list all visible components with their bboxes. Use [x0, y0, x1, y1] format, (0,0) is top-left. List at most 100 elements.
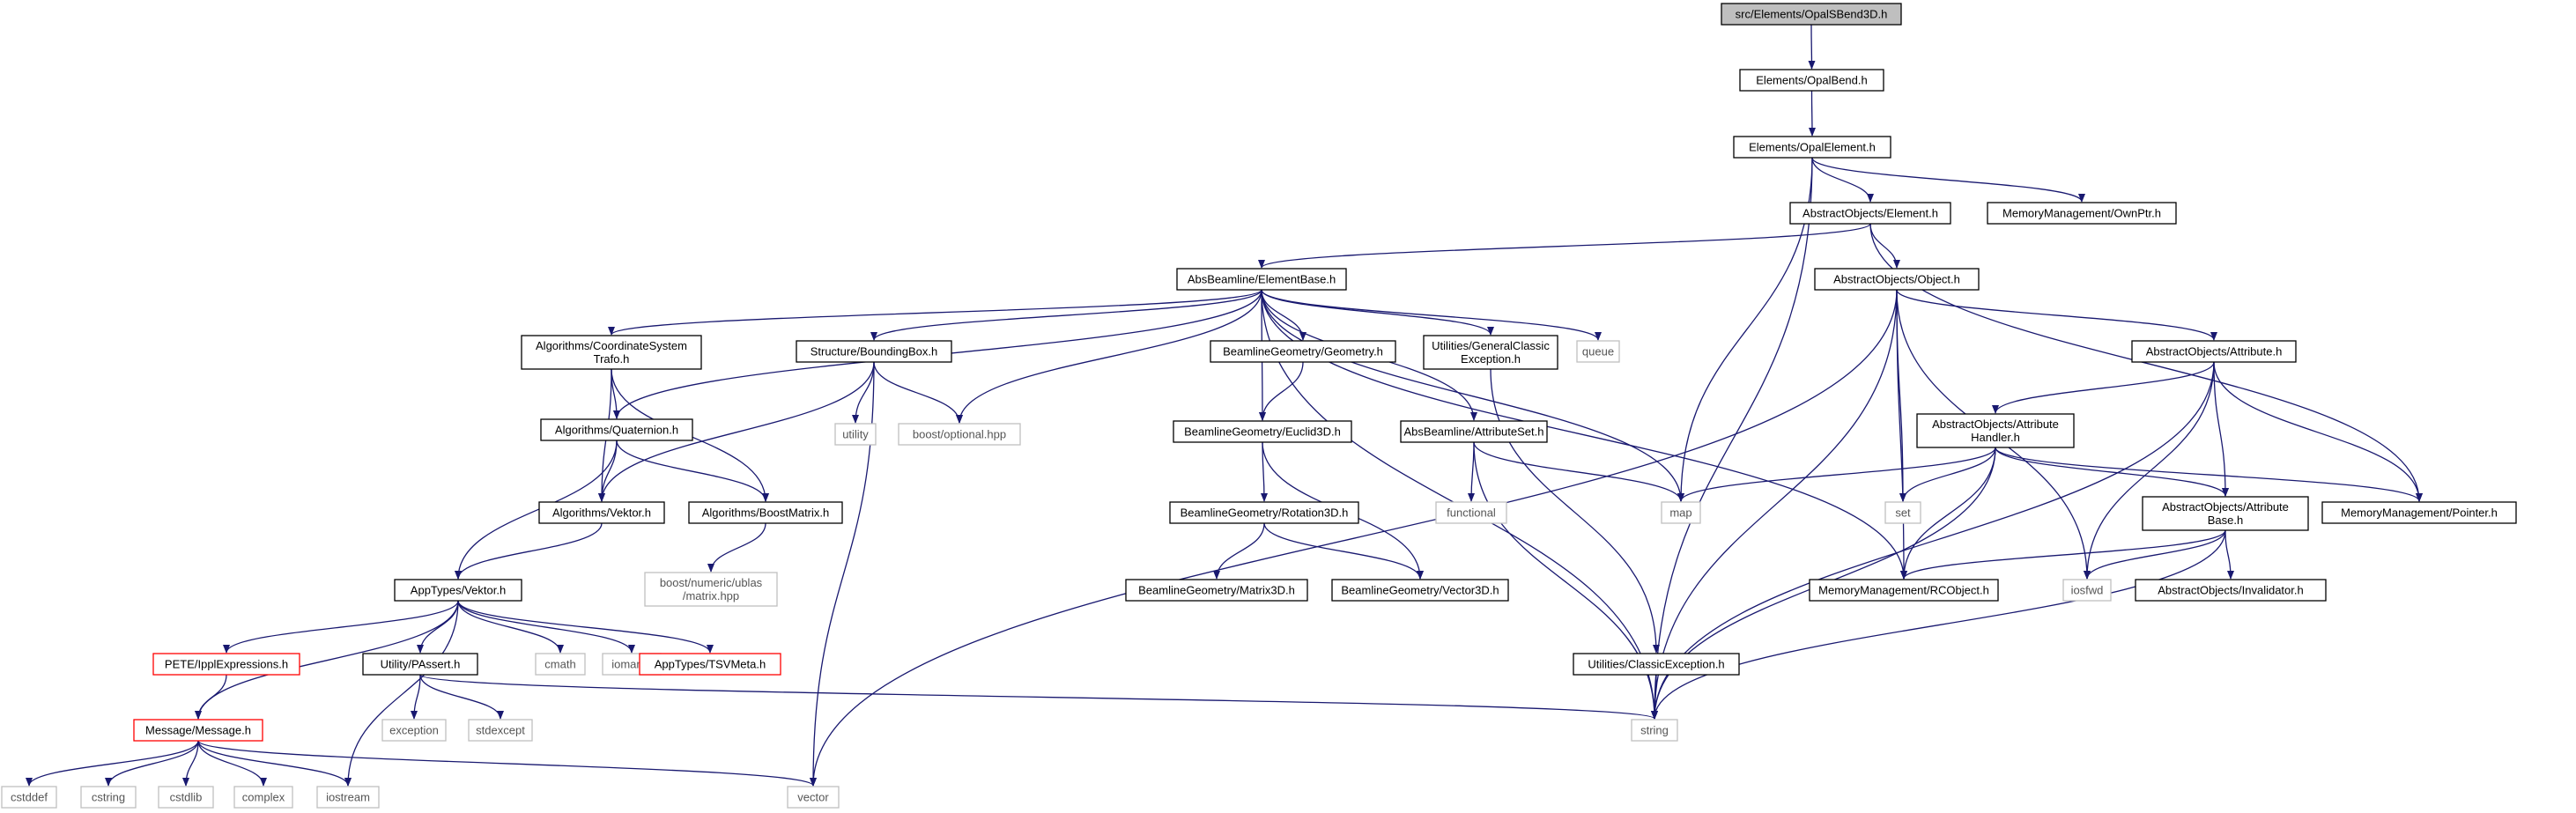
node-attrset[interactable]: AbsBeamline/AttributeSet.h	[1400, 420, 1548, 443]
edge	[1651, 289, 1898, 720]
edge	[197, 740, 267, 787]
node-label: AppTypes/TSVMeta.h	[655, 658, 766, 671]
node-label: boost/optional.hpp	[913, 428, 1006, 441]
edge-elementbase-to-queue	[1261, 289, 1602, 341]
edge	[344, 600, 459, 787]
node-pete[interactable]: PETE/IpplExpressions.h	[152, 653, 300, 676]
edge	[1995, 447, 2423, 502]
edge	[1651, 157, 1813, 720]
node-box	[1169, 501, 1359, 524]
node-element[interactable]: AbstractObjects/Element.h	[1789, 202, 1951, 225]
edge	[707, 522, 766, 573]
edge-passert-to-string	[419, 674, 1658, 720]
edge	[616, 440, 769, 502]
node-box	[1733, 136, 1891, 159]
node-iostream: iostream	[316, 786, 380, 809]
node-message[interactable]: Message/Message.h	[133, 719, 263, 742]
edge-geometry-to-euclid3d	[1259, 361, 1304, 421]
node-matrix3d[interactable]: BeamlineGeometry/Matrix3D.h	[1125, 579, 1308, 602]
edge	[455, 522, 603, 580]
node-opalelement[interactable]: Elements/OpalElement.h	[1733, 136, 1891, 159]
edge-quaternion-to-boostmatrix	[616, 440, 769, 502]
node-euclid3d[interactable]: BeamlineGeometry/Euclid3D.h	[1173, 420, 1352, 443]
node-label: utility	[842, 428, 869, 441]
edge	[1808, 90, 1816, 137]
node-label: AppTypes/Vektor.h	[411, 584, 506, 597]
node-label: /matrix.hpp	[683, 589, 739, 602]
edge	[1899, 447, 1996, 502]
edge	[457, 600, 635, 654]
edge-boundingbox-to-utility	[852, 361, 875, 424]
node-box	[394, 579, 522, 602]
node-box	[1400, 420, 1548, 443]
node-box	[898, 423, 1021, 446]
node-cstring: cstring	[80, 786, 137, 809]
node-pointer[interactable]: MemoryManagement/Pointer.h	[2321, 501, 2517, 524]
node-exception: exception	[381, 719, 447, 742]
edge	[608, 289, 1262, 336]
edge	[2224, 529, 2234, 580]
node-geometry[interactable]: BeamlineGeometry/Geometry.h	[1210, 340, 1396, 363]
node-tsvmeta[interactable]: AppTypes/TSVMeta.h	[639, 653, 781, 676]
node-opalbend[interactable]: Elements/OpalBend.h	[1739, 69, 1884, 92]
edge-attrhandler-to-attrbase	[1995, 447, 2229, 497]
node-ownptr[interactable]: MemoryManagement/OwnPtr.h	[1987, 202, 2177, 225]
node-algvektor[interactable]: Algorithms/Vektor.h	[538, 501, 665, 524]
node-quaternion[interactable]: Algorithms/Quaternion.h	[540, 418, 693, 441]
node-rcobject[interactable]: MemoryManagement/RCObject.h	[1809, 579, 1999, 602]
node-rotation3d[interactable]: BeamlineGeometry/Rotation3D.h	[1169, 501, 1359, 524]
edge-attrset-to-map	[1473, 441, 1684, 502]
node-passert[interactable]: Utility/PAssert.h	[362, 653, 478, 676]
node-elementbase[interactable]: AbsBeamline/ElementBase.h	[1176, 268, 1347, 291]
edge	[1490, 368, 1660, 654]
node-iosfwd: iosfwd	[2062, 579, 2112, 602]
node-box	[80, 786, 137, 809]
edge	[1896, 289, 2217, 341]
edge	[457, 600, 564, 654]
node-label: functional	[1447, 506, 1496, 520]
edge	[26, 740, 199, 787]
node-stdexcept: stdexcept	[468, 719, 533, 742]
edge	[105, 740, 199, 787]
node-classicexc[interactable]: Utilities/ClassicException.h	[1573, 653, 1740, 676]
node-label: cstdlib	[170, 791, 203, 804]
node-box	[1884, 501, 1921, 524]
node-appvektor[interactable]: AppTypes/Vektor.h	[394, 579, 522, 602]
node-vector3d[interactable]: BeamlineGeometry/Vector3D.h	[1331, 579, 1509, 602]
edge-message-to-cstddef	[26, 740, 199, 787]
node-box	[540, 418, 693, 441]
node-label: cstddef	[11, 791, 48, 804]
node-label: Utility/PAssert.h	[381, 658, 461, 671]
edge	[417, 600, 459, 654]
edge-euclid3d-to-rotation3d	[1260, 441, 1268, 502]
node-functional: functional	[1435, 501, 1507, 524]
node-label: vector	[797, 791, 829, 804]
edge	[1995, 447, 2229, 497]
node-attribute[interactable]: AbstractObjects/Attribute.h	[2131, 340, 2297, 363]
node-label: exception	[389, 724, 439, 737]
edge	[1651, 529, 2226, 720]
node-label: Base.h	[2208, 514, 2243, 527]
node-complex: complex	[233, 786, 293, 809]
edge	[197, 740, 817, 787]
node-object[interactable]: AbstractObjects/Object.h	[1814, 268, 1980, 291]
edge	[1473, 441, 1684, 502]
node-box	[521, 335, 702, 370]
node-queue: queue	[1576, 340, 1620, 363]
edge-message-to-cstdlib	[182, 740, 199, 787]
edge-opalelement-to-string	[1651, 157, 1813, 720]
node-invalidator[interactable]: AbstractObjects/Invalidator.h	[2135, 579, 2327, 602]
edge-elementbase-to-coordtrafo	[608, 289, 1262, 336]
node-boostmatrix[interactable]: Algorithms/BoostMatrix.h	[688, 501, 843, 524]
node-boundingbox[interactable]: Structure/BoundingBox.h	[796, 340, 952, 363]
node-box	[158, 786, 214, 809]
edge	[195, 674, 227, 720]
node-string: string	[1631, 719, 1678, 742]
node-root[interactable]: src/Elements/OpalSBend3D.h	[1721, 3, 1902, 26]
edge-rotation3d-to-vector3d	[1263, 522, 1424, 580]
node-label: BeamlineGeometry/Vector3D.h	[1341, 584, 1499, 597]
